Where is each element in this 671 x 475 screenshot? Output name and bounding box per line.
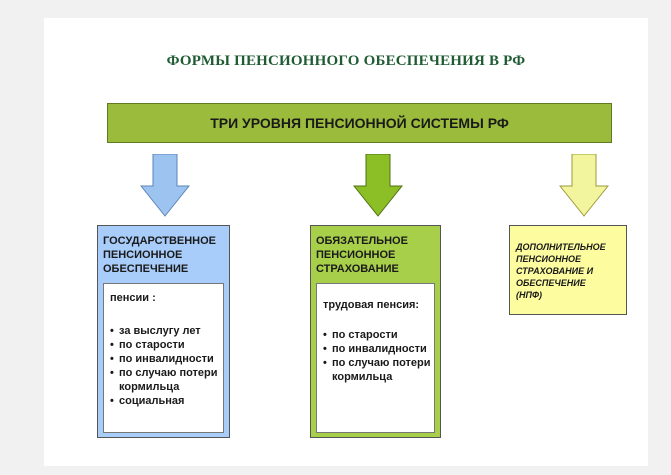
- banner-label: ТРИ УРОВНЯ ПЕНСИОННОЙ СИСТЕМЫ РФ: [210, 115, 509, 131]
- list-item: по инвалидности: [110, 352, 222, 366]
- level-box-state: ГОСУДАРСТВЕННОЕ ПЕНСИОННОЕ ОБЕСПЕЧЕНИЕ п…: [97, 225, 230, 438]
- page-title: ФОРМЫ ПЕНСИОННОГО ОБЕСПЕЧЕНИЯ В РФ: [166, 53, 526, 69]
- level-heading-voluntary: ДОПОЛНИТЕЛЬНОЕ ПЕНСИОННОЕ СТРАХОВАНИЕ И …: [516, 242, 606, 300]
- level-heading-state: ГОСУДАРСТВЕННОЕ ПЕНСИОННОЕ ОБЕСПЕЧЕНИЕ: [103, 235, 217, 275]
- level-heading-mandatory: ОБЯЗАТЕЛЬНОЕ ПЕНСИОННОЕ СТРАХОВАНИЕ: [316, 235, 408, 275]
- list-item: по случаю потери кормильца: [110, 366, 222, 394]
- slide: ФОРМЫ ПЕНСИОННОГО ОБЕСПЕЧЕНИЯ В РФ ТРИ У…: [44, 18, 648, 466]
- level-box-voluntary: ДОПОЛНИТЕЛЬНОЕ ПЕНСИОННОЕ СТРАХОВАНИЕ И …: [509, 225, 627, 315]
- pension-list-mandatory: по старости по инвалидности по случаю по…: [323, 328, 433, 384]
- list-item: по инвалидности: [323, 342, 433, 356]
- list-item: социальная: [110, 394, 222, 408]
- list-item: по случаю потери кормильца: [323, 356, 433, 384]
- list-item: по старости: [110, 338, 222, 352]
- level-box-mandatory: ОБЯЗАТЕЛЬНОЕ ПЕНСИОННОЕ СТРАХОВАНИЕ труд…: [310, 225, 441, 438]
- banner-three-levels: ТРИ УРОВНЯ ПЕНСИОННОЙ СИСТЕМЫ РФ: [107, 103, 612, 143]
- level-details-mandatory: трудовая пенсия: по старости по инвалидн…: [316, 283, 435, 433]
- arrow-down-green-icon: [353, 154, 403, 217]
- list-item: по старости: [323, 328, 433, 342]
- arrow-down-blue-icon: [140, 154, 190, 217]
- pension-list-state: за выслугу лет по старости по инвалиднос…: [110, 324, 222, 408]
- arrow-down-yellow-icon: [559, 154, 609, 217]
- list-item: за выслугу лет: [110, 324, 222, 338]
- level-details-state: пенсии : за выслугу лет по старости по и…: [103, 283, 224, 433]
- level-lead-state: пенсии :: [110, 292, 156, 304]
- level-lead-mandatory: трудовая пенсия:: [323, 299, 420, 311]
